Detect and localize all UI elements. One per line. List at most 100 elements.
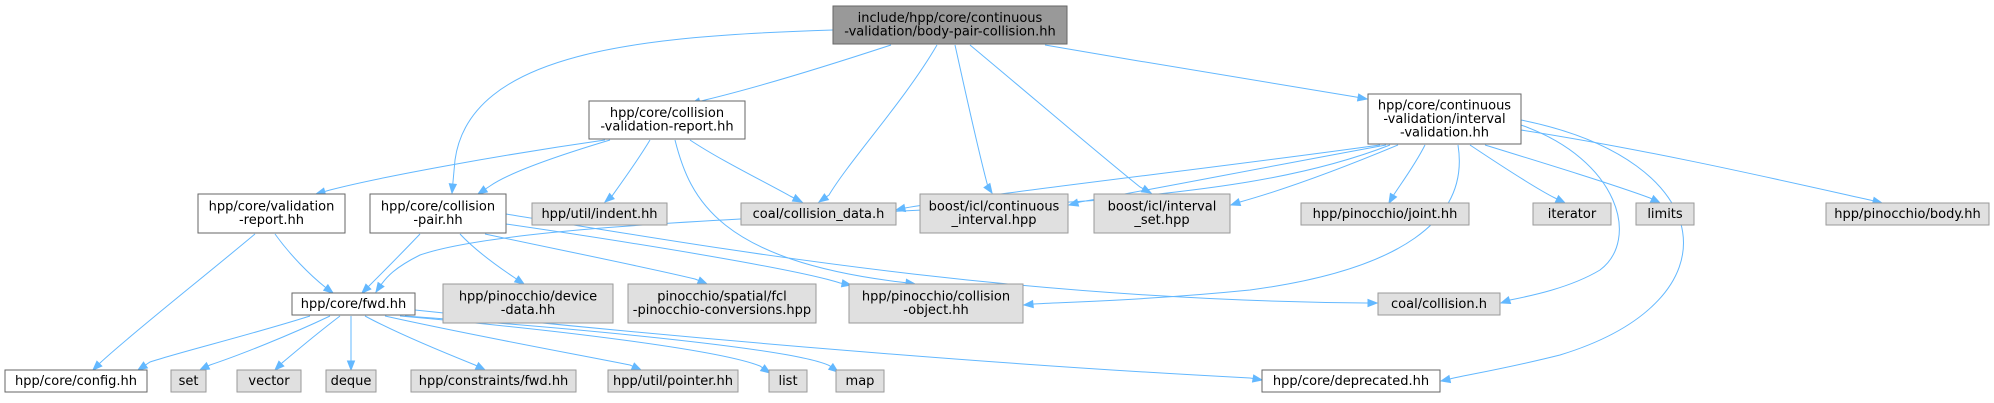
node-hpp-pinocchio-device-data-hh[interactable]: hpp/pinocchio/device-data.hh <box>442 283 614 324</box>
edge-cvr-to-vr <box>314 139 606 196</box>
arrow-head <box>198 361 211 371</box>
node-label-line: iterator <box>1548 207 1597 222</box>
node-vector[interactable]: vector <box>236 369 302 393</box>
node-box <box>835 369 885 393</box>
edge-fwd-to-deque <box>346 316 356 372</box>
node-hpp-constraints-fwd-hh[interactable]: hpp/constraints/fwd.hh <box>410 369 577 393</box>
arrow-head <box>630 362 643 371</box>
node-box <box>369 193 507 234</box>
edge-ivh-to-limits <box>1484 144 1662 204</box>
node-label-line: hpp/pinocchio/device <box>459 290 597 305</box>
arrow-head <box>1067 198 1080 207</box>
node-limits[interactable]: limits <box>1635 202 1695 226</box>
edge-cvr-to-indent <box>603 139 651 203</box>
node-label-line: pinocchio/spatial/fcl <box>657 290 787 305</box>
node-box <box>410 369 577 393</box>
edge-fwd-to-cfwd <box>364 315 487 371</box>
edge-root-to-cvr <box>689 44 892 106</box>
node-label-line: -report.hh <box>239 213 304 228</box>
node-boost-icl-continuous-interval-hpp[interactable]: boost/icl/continuous_interval.hpp <box>919 193 1069 234</box>
node-box <box>1532 202 1612 226</box>
node-label-line: -validation.hh <box>1400 125 1489 140</box>
node-label-line: set <box>179 374 199 389</box>
node-iterator[interactable]: iterator <box>1532 202 1612 226</box>
edge-root-to-cdata <box>817 44 938 203</box>
node-deque[interactable]: deque <box>325 369 377 393</box>
node-boost-icl-interval-set-hpp[interactable]: boost/icl/interval_set.hpp <box>1093 193 1231 234</box>
node-hpp-core-continuous-validation-interval-validation-hh[interactable]: hpp/core/continuous-validation/interval-… <box>1367 93 1522 145</box>
edge-cp-to-fwd <box>361 233 421 294</box>
edge-root-to-cp <box>448 29 834 195</box>
node-label-line: coal/collision.h <box>1391 297 1487 312</box>
edge-fwd-to-set <box>198 315 331 371</box>
node-box <box>291 292 416 316</box>
node-pinocchio-spatial-fcl-pinocchio-conversions-hpp[interactable]: pinocchio/spatial/fcl-pinocchio-conversi… <box>627 283 817 324</box>
node-hpp-core-validation-report-hh[interactable]: hpp/core/validation-report.hh <box>197 193 346 234</box>
edge-ivh-to-cobj <box>1022 144 1460 309</box>
node-hpp-core-config-hh[interactable]: hpp/core/config.hh <box>4 369 148 393</box>
node-label-line: limits <box>1647 207 1683 222</box>
arrow-head <box>361 283 372 294</box>
node-coal-collision-h[interactable]: coal/collision.h <box>1377 292 1501 316</box>
node-list[interactable]: list <box>768 369 808 393</box>
node-box <box>588 100 746 140</box>
node-box <box>531 202 668 226</box>
node-coal-collision-data-h[interactable]: coal/collision_data.h <box>740 202 897 226</box>
arrow-head <box>1439 374 1452 384</box>
node-label-line: _interval.hpp <box>951 213 1037 228</box>
node-box <box>442 283 614 324</box>
node-hpp-pinocchio-joint-hh[interactable]: hpp/pinocchio/joint.hh <box>1300 202 1470 226</box>
node-hpp-core-collision-validation-report-hh[interactable]: hpp/core/collision-validation-report.hh <box>588 100 746 140</box>
arrow-head <box>696 276 709 285</box>
node-label-line: hpp/pinocchio/body.hh <box>1834 207 1981 222</box>
node-label-line: include/hpp/core/continuous <box>858 11 1043 26</box>
node-box <box>325 369 377 393</box>
node-hpp-util-pointer-hh[interactable]: hpp/util/pointer.hh <box>607 369 739 393</box>
node-label-line: map <box>846 374 875 389</box>
node-label-line: -data.hh <box>501 303 556 318</box>
node-label-line: hpp/core/config.hh <box>15 374 137 389</box>
node-label-line: hpp/core/collision <box>610 106 724 121</box>
node-label-line: list <box>778 374 797 389</box>
node-hpp-core-deprecated-hh[interactable]: hpp/core/deprecated.hh <box>1261 369 1441 393</box>
node-box <box>1300 202 1470 226</box>
edge-fwd-to-config <box>136 315 311 371</box>
arrow-head <box>274 360 285 371</box>
node-box <box>607 369 739 393</box>
node-box <box>832 5 1068 45</box>
node-label-line: hpp/core/collision <box>381 200 495 215</box>
edge-ivh-to-joint <box>1388 144 1426 205</box>
edge-fwd-to-vector <box>274 315 341 371</box>
edge-ivh-to-coll <box>1499 124 1620 305</box>
node-set[interactable]: set <box>170 369 207 393</box>
arrow-head <box>1499 295 1512 305</box>
node-label-line: -validation-report.hh <box>600 120 733 135</box>
node-box <box>170 369 207 393</box>
node-hpp-util-indent-hh[interactable]: hpp/util/indent.hh <box>531 202 668 226</box>
arrow-head <box>322 283 335 294</box>
node-hpp-core-collision-pair-hh[interactable]: hpp/core/collision-pair.hh <box>369 193 507 234</box>
node-include-hpp-core-continuous-validation-body-pair-collision-hh[interactable]: include/hpp/core/continuous-validation/b… <box>832 5 1068 45</box>
node-label-line: hpp/core/fwd.hh <box>301 297 407 312</box>
node-box <box>4 369 148 393</box>
edge-cp-to-cobj <box>505 223 853 288</box>
node-map[interactable]: map <box>835 369 885 393</box>
arrow-head <box>817 193 830 203</box>
node-label-line: hpp/constraints/fwd.hh <box>419 374 569 389</box>
node-label-line: hpp/core/deprecated.hh <box>1273 374 1429 389</box>
arrow-head <box>603 192 615 203</box>
node-label-line: boost/icl/continuous <box>929 200 1060 215</box>
node-label-line: hpp/util/indent.hh <box>541 207 657 222</box>
arrow-head <box>1367 298 1379 308</box>
arrow-head <box>1388 192 1398 205</box>
arrow-head <box>513 275 526 285</box>
arrow-head <box>346 360 356 372</box>
node-hpp-pinocchio-collision-object-hh[interactable]: hpp/pinocchio/collision-object.hh <box>848 283 1024 324</box>
node-hpp-pinocchio-body-hh[interactable]: hpp/pinocchio/body.hh <box>1825 202 1990 226</box>
node-hpp-core-fwd-hh[interactable]: hpp/core/fwd.hh <box>291 292 416 316</box>
node-label-line: boost/icl/interval <box>1108 200 1217 215</box>
node-label-line: hpp/pinocchio/collision <box>862 290 1010 305</box>
node-box <box>1367 93 1522 145</box>
node-box <box>1093 193 1231 234</box>
edge-ivh-to-iter <box>1469 144 1567 204</box>
